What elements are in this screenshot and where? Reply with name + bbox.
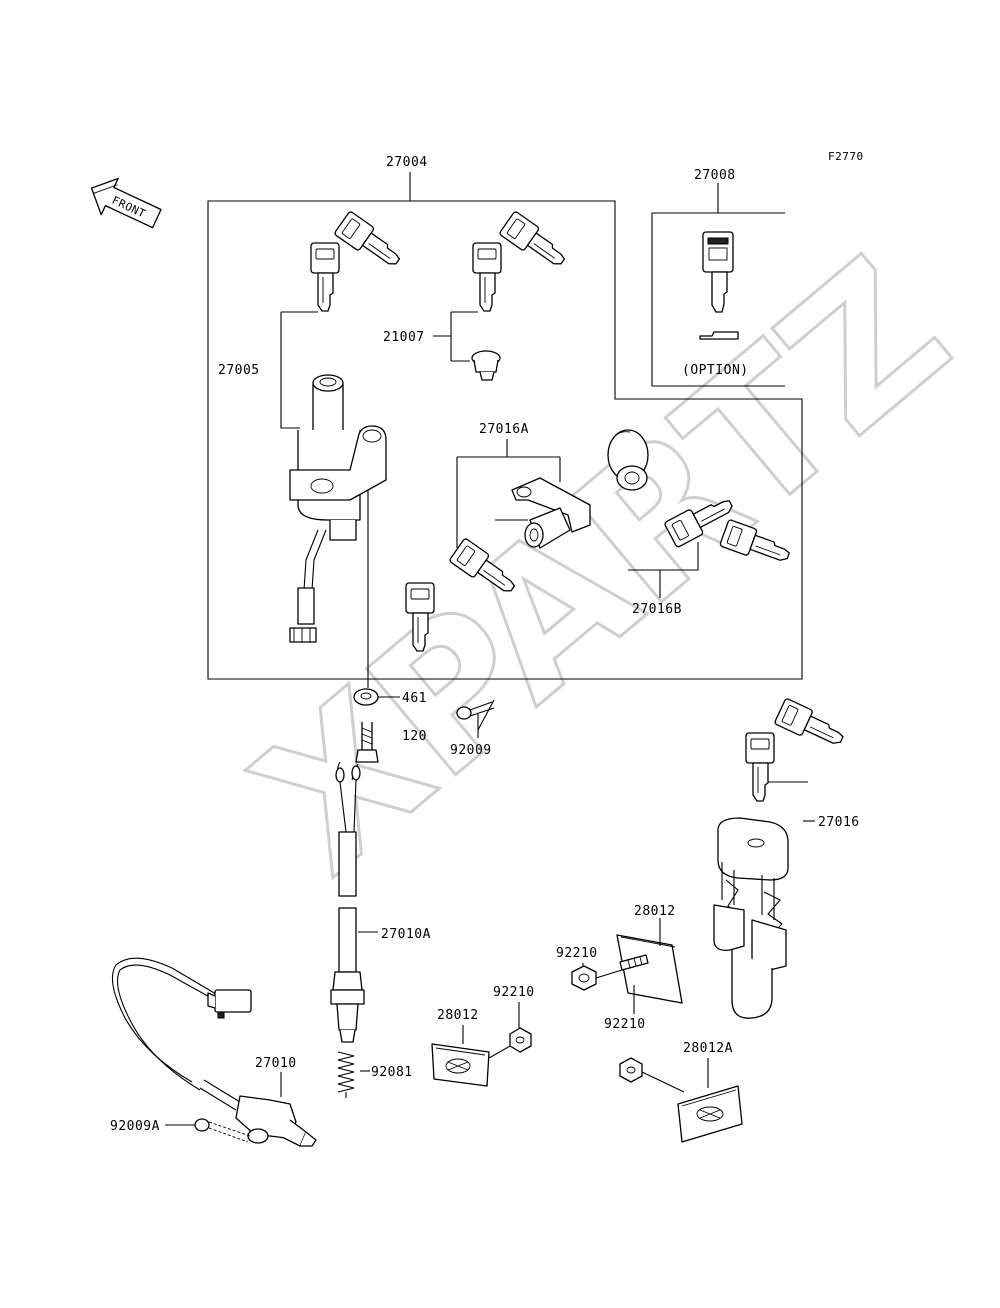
- label-27008: 27008: [694, 168, 736, 183]
- front-arrow-icon: FRONT: [90, 177, 162, 229]
- key-pair-21007-keys: [472, 210, 572, 312]
- nut-92210-mid: [509, 1027, 532, 1053]
- key-pair-27016-keys: [745, 697, 849, 802]
- nut-92210-upper: [571, 965, 623, 991]
- bracket-27016A: [456, 439, 561, 548]
- label-92081: 92081: [371, 1065, 413, 1080]
- screw-92009A: [194, 1118, 251, 1143]
- bracket-27016B: [628, 542, 699, 571]
- bracket-27005: [280, 311, 318, 429]
- switch-27010A: [330, 761, 365, 1043]
- label-92009: 92009: [450, 743, 492, 758]
- option-label: (OPTION): [682, 363, 749, 378]
- label-27010: 27010: [255, 1056, 297, 1071]
- label-120: 120: [402, 729, 427, 744]
- label-28012-upper: 28012: [634, 904, 676, 919]
- key-pair-27005-keys: [310, 210, 407, 312]
- washer-461: [353, 688, 400, 706]
- label-92210-upper: 92210: [556, 946, 598, 961]
- option-key-27008: [699, 231, 739, 340]
- label-28012A: 28012A: [683, 1041, 733, 1056]
- label-27005: 27005: [218, 363, 260, 378]
- label-27016B: 27016B: [632, 602, 682, 617]
- label-461: 461: [402, 691, 427, 706]
- reflector-28012-upper: [616, 934, 683, 1004]
- label-92009A: 92009A: [110, 1119, 160, 1134]
- ignition-switch-27005: [289, 374, 387, 688]
- label-21007: 21007: [383, 330, 425, 345]
- label-27010A: 27010A: [381, 927, 431, 942]
- label-92210-lower: 92210: [604, 1017, 646, 1032]
- bolt-120: [355, 722, 379, 763]
- label-92210-mid: 92210: [493, 985, 535, 1000]
- label-27016A: 27016A: [479, 422, 529, 437]
- option-box-27008: 27008 (OPTION): [651, 168, 785, 387]
- reflector-28012A: [677, 1085, 743, 1143]
- reflector-28012-lower: [431, 1043, 490, 1087]
- screw-92009: [456, 699, 495, 738]
- key-cap-21007: [471, 350, 501, 381]
- label-27004: 27004: [386, 155, 428, 170]
- switch-27010-cable: [111, 957, 252, 1091]
- figure-code: F2770: [828, 150, 864, 163]
- set-27004-box: 27004: [207, 155, 803, 680]
- lock-cylinder-27016B: [607, 429, 649, 491]
- seat-lock-27016A: [495, 477, 591, 549]
- switch-27010: [199, 1079, 317, 1147]
- nut-28012A: [619, 1057, 685, 1093]
- watermark: XPARTZ: [217, 218, 988, 915]
- helmet-lock-27016: [713, 817, 789, 1019]
- label-27016: 27016: [818, 815, 860, 830]
- stud-92210: [619, 954, 649, 971]
- bracket-21007: [433, 311, 478, 362]
- spring-92081: [337, 1051, 370, 1098]
- label-28012-lower: 28012: [437, 1008, 479, 1023]
